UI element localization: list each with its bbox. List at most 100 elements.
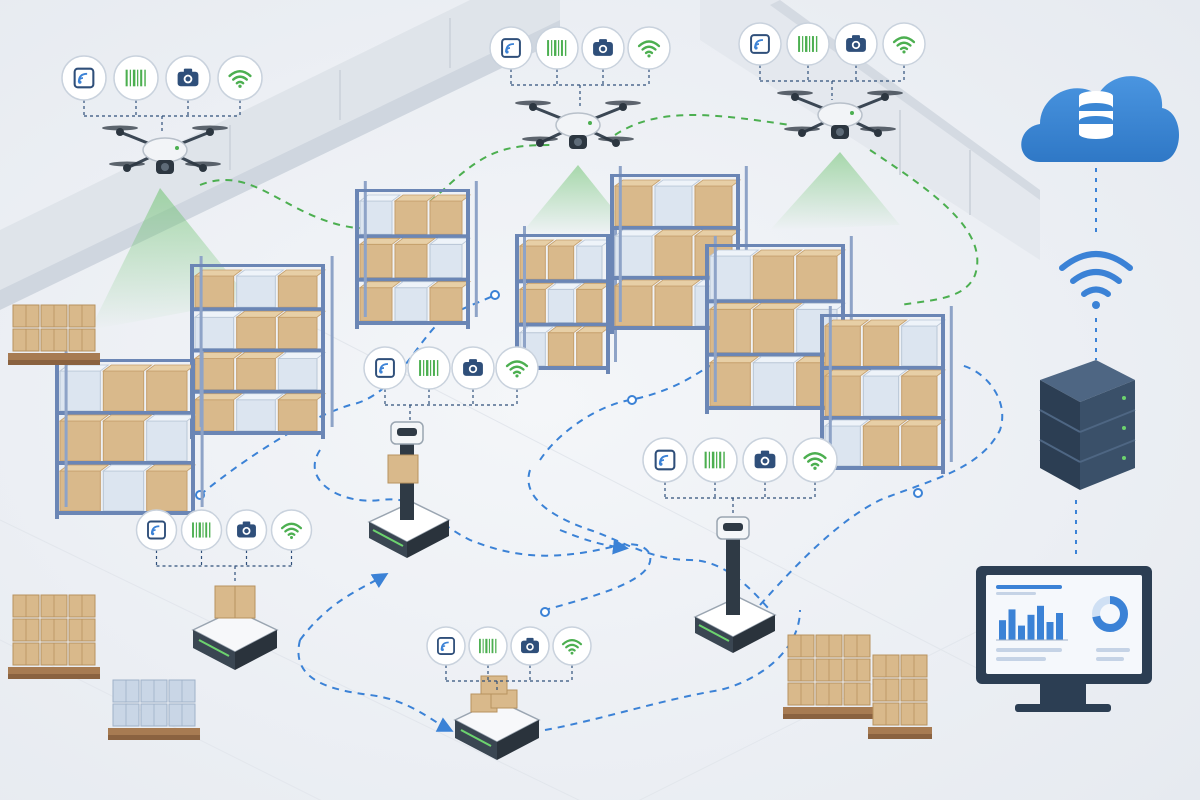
rack-shelf-beam (820, 466, 945, 470)
rack-upright (949, 306, 953, 462)
drone-center-beam (520, 165, 630, 235)
rfid-icon-badge (738, 22, 782, 66)
shelf-box (547, 245, 575, 280)
shelf-box (862, 425, 900, 467)
shelf-box (277, 399, 318, 432)
drone-body (555, 112, 601, 138)
barcode-icon-badge (407, 346, 451, 390)
rfid-icon-badge (363, 346, 407, 390)
shelf-box (694, 185, 733, 227)
dashboard-bar (1018, 625, 1025, 640)
rack-upright (705, 244, 709, 414)
rack-shelf-beam (705, 299, 845, 304)
shelf-box (394, 287, 428, 322)
rack-upright (515, 234, 519, 374)
monitor-dashboard-icon (976, 566, 1152, 712)
shelf-box (547, 288, 575, 324)
rack-top-beam (515, 234, 610, 237)
shelf-box (146, 470, 188, 512)
rack-upright (363, 181, 367, 317)
wireless-signal-icon (1059, 251, 1133, 309)
shelf-box (576, 288, 603, 324)
shelf-box (429, 287, 463, 322)
rack-shelf-beam (610, 276, 740, 280)
rfid-icon-badge (489, 26, 533, 70)
pallet-base (868, 727, 932, 734)
rack-shelf-beam (190, 431, 325, 435)
rack-upright (191, 359, 195, 519)
rack-top-beam (820, 314, 945, 317)
drone-right-beam (770, 152, 900, 230)
shelf-box (752, 308, 795, 354)
shelf-box (146, 420, 188, 462)
shelf-box (429, 200, 463, 235)
rack-upright (64, 351, 68, 507)
rfid-icon-badge (135, 509, 178, 551)
drone-center (515, 100, 641, 149)
server-rack-icon (1039, 360, 1136, 490)
sensor-group-robot-center (363, 346, 539, 420)
shelf-box (654, 285, 693, 327)
box-pallets (8, 304, 932, 740)
shelf-box (236, 358, 276, 391)
rack-upright (618, 166, 622, 322)
dashboard-bar (1037, 605, 1044, 640)
sensor-group-robot-right (642, 437, 838, 515)
barcode-icon-badge (535, 26, 579, 70)
drone-flight-paths (199, 114, 979, 306)
drones (102, 90, 903, 174)
rack-shelf-beam (55, 511, 195, 515)
rack-top-beam (190, 264, 325, 267)
rack-top-beam (610, 174, 740, 177)
rack-shelf-beam (355, 234, 470, 239)
shelf-box (654, 185, 693, 227)
rack-shelf-beam (515, 279, 610, 284)
shelving-rack (820, 306, 953, 474)
box-pallet (783, 634, 875, 719)
shelf-box (547, 332, 575, 367)
rack-shelf-beam (190, 307, 325, 312)
dashboard-bar (1027, 614, 1035, 640)
dashboard-bar (1008, 609, 1016, 640)
drone-right (777, 90, 903, 139)
shelf-box (277, 316, 318, 349)
shelf-box (236, 275, 276, 308)
rfid-icon-badge (426, 626, 466, 666)
rack-upright (55, 359, 59, 519)
shelf-box (901, 375, 938, 417)
rack-upright (474, 181, 478, 317)
rack-shelf-beam (610, 326, 740, 330)
drone-path-left (199, 144, 551, 230)
drone-path-right (869, 149, 979, 306)
dashboard-bar-chart (996, 605, 1068, 641)
rack-upright (610, 174, 614, 334)
shelf-box (277, 358, 318, 391)
rack-shelf-beam (705, 406, 845, 410)
robot-path-center-loop (313, 449, 652, 611)
rack-upright (200, 351, 204, 507)
pallet-base (783, 707, 875, 714)
shelf-box (102, 420, 145, 462)
shelf-box (277, 275, 318, 308)
pallet-base (108, 728, 200, 735)
rack-top-beam (355, 189, 470, 192)
robot-path-east (759, 364, 1004, 606)
shelf-box (796, 255, 838, 300)
box-pallet (8, 594, 100, 679)
shelf-box (901, 425, 938, 467)
rack-upright (849, 236, 853, 402)
drone-body (142, 137, 188, 163)
drone-body (817, 102, 863, 128)
shelf-box (236, 399, 276, 432)
drone-left (102, 125, 228, 174)
rack-shelf-beam (55, 461, 195, 465)
rack-shelf-beam (55, 411, 195, 415)
ground-robots (191, 421, 777, 760)
barcode-icon-badge (692, 437, 738, 483)
sensor-group-robot-bottom (426, 626, 592, 690)
rack-upright (606, 234, 610, 374)
robot-path-south (297, 639, 454, 732)
shelf-box (146, 370, 188, 412)
shelving-rack (55, 351, 204, 519)
